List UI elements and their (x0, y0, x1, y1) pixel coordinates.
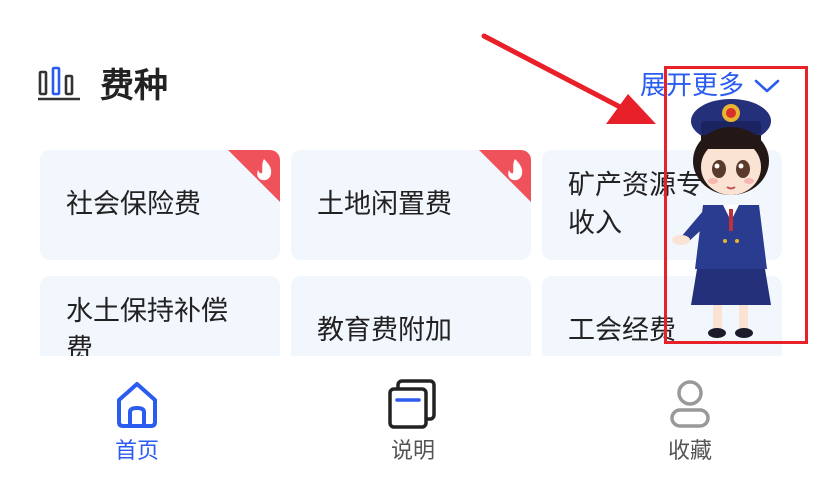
fee-card-education-surcharge[interactable]: 教育费附加 (291, 276, 531, 356)
fee-card-label: 工会经费 (568, 315, 676, 346)
home-icon (117, 382, 157, 428)
expand-more-button[interactable]: 展开更多 (640, 64, 780, 108)
mascot-highlight-frame (664, 66, 808, 344)
section-title: 费种 (100, 66, 168, 106)
fee-type-grid: 社会保险费 土地闲置费 矿产资源专 收入 水土保持补偿 费 (40, 150, 782, 356)
tab-home[interactable]: 首页 (67, 378, 207, 478)
fee-card-label: 矿产资源专 收入 (568, 170, 703, 239)
tax-officer-mascot[interactable] (667, 69, 805, 341)
hot-badge (479, 150, 531, 202)
fee-card-social-insurance[interactable]: 社会保险费 (40, 150, 280, 260)
chevron-down-icon (754, 79, 780, 93)
bar-chart-icon (38, 66, 80, 101)
bottom-tab-bar: 首页 说明 收藏 (0, 356, 828, 478)
tab-home-label: 首页 (114, 439, 159, 464)
fee-card-soil-water-conservation[interactable]: 水土保持补偿 费 (40, 276, 280, 356)
fee-card-land-idle[interactable]: 土地闲置费 (291, 150, 531, 260)
fee-card-label: 土地闲置费 (317, 189, 452, 220)
document-stack-icon (388, 379, 436, 429)
hot-badge (228, 150, 280, 202)
tab-favorites[interactable]: 收藏 (620, 378, 760, 478)
tab-instructions[interactable]: 说明 (343, 378, 483, 478)
flame-icon (257, 159, 272, 181)
flame-icon (508, 159, 523, 181)
fee-card-label: 水土保持补偿 费 (66, 296, 228, 356)
fee-section-header: 费种 展开更多 (38, 62, 798, 112)
fee-card-label: 社会保险费 (66, 189, 201, 220)
tab-favorites-label: 收藏 (667, 439, 712, 464)
tab-instructions-label: 说明 (390, 439, 435, 464)
fee-card-label: 教育费附加 (317, 315, 452, 346)
user-icon (670, 380, 710, 428)
expand-more-label: 展开更多 (639, 71, 744, 101)
